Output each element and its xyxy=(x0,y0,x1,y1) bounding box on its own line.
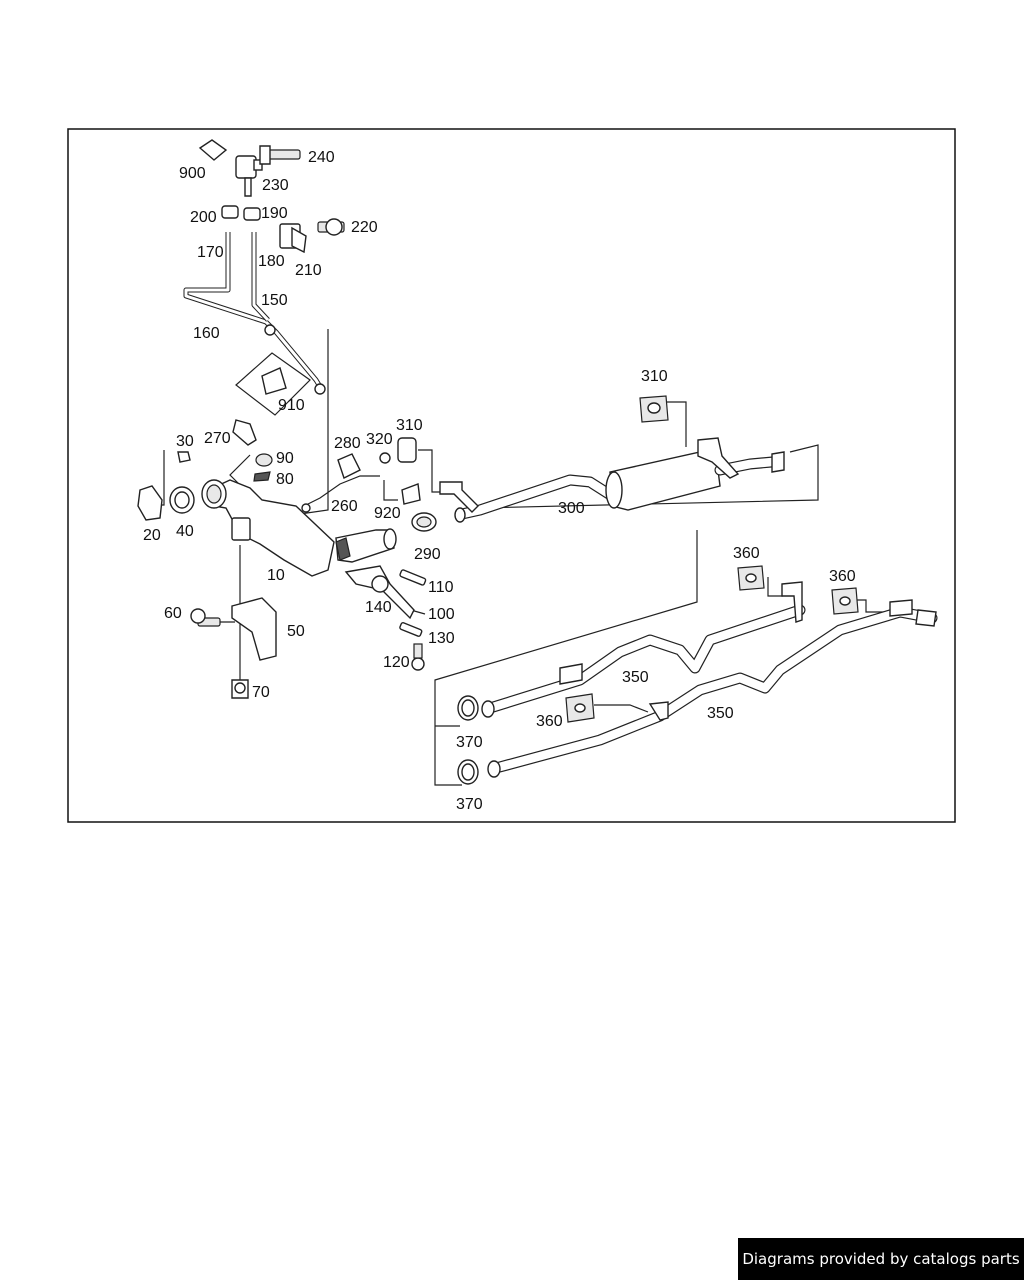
callout-140: 140 xyxy=(365,599,392,616)
tubing xyxy=(183,232,326,395)
callout-10: 10 xyxy=(267,567,285,584)
callout-130: 130 xyxy=(428,630,455,647)
callout-310-upper: 310 xyxy=(641,368,668,385)
pressure-sensor-assembly xyxy=(198,139,345,254)
callout-260: 260 xyxy=(331,498,358,515)
callout-900: 900 xyxy=(179,165,206,182)
callout-180: 180 xyxy=(258,253,285,270)
rubber-mounts xyxy=(565,395,859,723)
credit-banner: Diagrams provided by catalogs parts xyxy=(738,1238,1024,1280)
callout-310-lower: 310 xyxy=(396,417,423,434)
callout-220: 220 xyxy=(351,219,378,236)
callout-40: 40 xyxy=(176,523,194,540)
callout-20: 20 xyxy=(143,527,161,544)
callout-200: 200 xyxy=(190,209,217,226)
callout-labels: 900 240 230 200 190 220 170 180 210 150 … xyxy=(143,149,856,813)
callout-60: 60 xyxy=(164,605,182,622)
callout-90: 90 xyxy=(276,450,294,467)
callout-210: 210 xyxy=(295,262,322,279)
front-pipe-300 xyxy=(439,437,785,523)
label-plate-910 xyxy=(261,367,287,395)
callout-70: 70 xyxy=(252,684,270,701)
callout-280: 280 xyxy=(334,435,361,452)
callout-910: 910 xyxy=(278,397,305,414)
callout-920: 920 xyxy=(374,505,401,522)
callout-240: 240 xyxy=(308,149,335,166)
callout-320: 320 xyxy=(366,431,393,448)
rear-pipe-lower-350 xyxy=(487,599,938,778)
callout-30: 30 xyxy=(176,433,194,450)
callout-230: 230 xyxy=(262,177,289,194)
callout-150: 150 xyxy=(261,292,288,309)
callout-290: 290 xyxy=(414,546,441,563)
callout-360-left: 360 xyxy=(733,545,760,562)
callout-350-upper: 350 xyxy=(622,669,649,686)
callout-190: 190 xyxy=(261,205,288,222)
callout-120: 120 xyxy=(383,654,410,671)
callout-160: 160 xyxy=(193,325,220,342)
callout-370-upper: 370 xyxy=(456,734,483,751)
callout-110: 110 xyxy=(428,579,454,596)
callout-80: 80 xyxy=(276,471,294,488)
callout-370-lower: 370 xyxy=(456,796,483,813)
brackets-and-mounts xyxy=(190,437,437,699)
callout-100: 100 xyxy=(428,606,455,623)
particulate-filter xyxy=(137,419,397,577)
callout-360-lower: 360 xyxy=(536,713,563,730)
pipe-clamps xyxy=(457,695,479,785)
callout-360-right: 360 xyxy=(829,568,856,585)
callout-350-lower: 350 xyxy=(707,705,734,722)
diagram-frame xyxy=(67,128,956,823)
callout-50: 50 xyxy=(287,623,305,640)
callout-300: 300 xyxy=(558,500,585,517)
rear-pipe-upper-350 xyxy=(481,581,806,718)
callout-270: 270 xyxy=(204,430,231,447)
callout-170: 170 xyxy=(197,244,224,261)
